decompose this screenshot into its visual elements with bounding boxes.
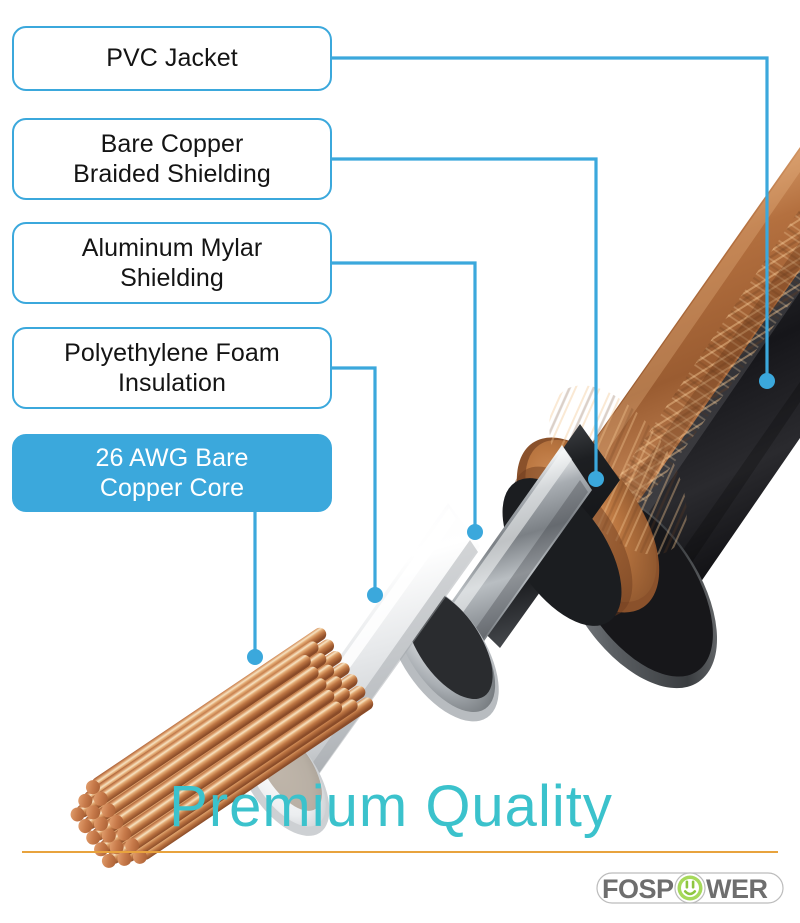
callout-bare-copper-braided-shielding[interactable]: Bare Copper Braided Shielding <box>12 118 332 200</box>
callout-pvc-jacket-line-1: PVC Jacket <box>106 44 238 73</box>
logo-text-part-1: FOSP <box>602 874 674 904</box>
callout-foam-line-2: Insulation <box>117 369 226 397</box>
callout-braid-line-1: Bare Copper <box>100 129 244 158</box>
callout-aluminum-mylar-shielding[interactable]: Aluminum Mylar Shielding <box>12 222 332 304</box>
callout-core-line-1: 26 AWG Bare <box>95 443 249 472</box>
callout-mylar-line-1: Aluminum Mylar <box>81 233 263 262</box>
footer-divider-rule <box>22 851 778 853</box>
callout-26-awg-bare-copper-core[interactable]: 26 AWG Bare Copper Core <box>12 434 332 512</box>
logo-smiley-plug-icon <box>674 872 706 904</box>
callout-braid-line-2: Braided Shielding <box>73 160 271 188</box>
callout-foam-line-1: Polyethylene Foam <box>64 338 280 367</box>
callout-polyethylene-foam-insulation[interactable]: Polyethylene Foam Insulation <box>12 327 332 409</box>
fospower-logo: FOSP WER <box>596 872 784 904</box>
callout-mylar-line-2: Shielding <box>120 264 224 292</box>
callout-pvc-jacket[interactable]: PVC Jacket <box>12 26 332 91</box>
callout-core-line-2: Copper Core <box>99 474 245 502</box>
tagline-premium-quality: Premium Quality <box>169 774 613 839</box>
logo-text-part-2: WER <box>706 874 768 904</box>
